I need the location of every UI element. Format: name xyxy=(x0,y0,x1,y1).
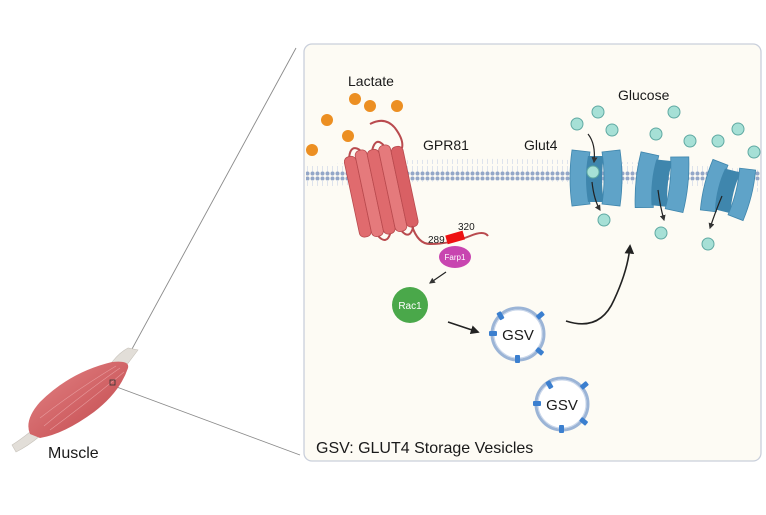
glucose-molecule xyxy=(586,165,600,179)
glucose-import-arrow xyxy=(657,189,666,222)
lactate-molecule xyxy=(321,114,333,126)
rac1-protein xyxy=(392,287,428,323)
gsv-label-2: GSV xyxy=(546,397,578,414)
muscle-belly xyxy=(28,361,129,438)
farp1-protein xyxy=(439,246,471,268)
glucose-molecules xyxy=(570,105,761,251)
farp1-to-rac1-arrow xyxy=(429,271,447,284)
glucose-molecule xyxy=(649,127,663,141)
gsv-translocation-arrow xyxy=(565,244,635,325)
rac1-to-gsv-arrow xyxy=(447,321,480,334)
muscle-tendon-top xyxy=(111,347,139,367)
gpr81-label: GPR81 xyxy=(423,137,469,153)
lactate-molecules xyxy=(306,93,403,156)
glucose-molecule xyxy=(701,237,715,251)
lactate-molecule xyxy=(364,100,376,112)
glut4-transporter xyxy=(699,158,757,222)
glut4-label: Glut4 xyxy=(524,137,558,153)
zoom-line-top xyxy=(113,47,297,383)
glucose-molecule xyxy=(731,122,745,136)
lactate-label: Lactate xyxy=(348,73,394,89)
gsv-legend: GSV: GLUT4 Storage Vesicles xyxy=(316,440,533,457)
lactate-molecule xyxy=(306,144,318,156)
zoom-connector-lines xyxy=(113,47,301,456)
zoom-region-marker xyxy=(109,379,116,386)
glucose-molecule xyxy=(570,117,584,131)
glucose-molecule xyxy=(667,105,681,119)
rac1-label: Rac1 xyxy=(398,301,422,312)
zoom-line-bottom xyxy=(113,385,301,456)
binding-site-region xyxy=(445,230,466,245)
glucose-molecule xyxy=(654,226,668,240)
gsv-label-1: GSV xyxy=(502,327,534,344)
gsv-vesicle xyxy=(533,376,590,433)
glucose-molecule xyxy=(683,134,697,148)
gpr81-receptor xyxy=(343,119,489,246)
residue-320-label: 320 xyxy=(458,222,475,233)
gsv-vesicle xyxy=(489,306,546,363)
glucose-import-arrow xyxy=(708,195,723,230)
glucose-molecule xyxy=(711,134,725,148)
lactate-molecule xyxy=(391,100,403,112)
residue-289-label: 289 xyxy=(428,235,445,246)
glucose-molecule xyxy=(597,213,611,227)
muscle-illustration xyxy=(11,347,139,453)
lactate-molecule xyxy=(349,93,361,105)
glut4-transporter xyxy=(569,149,623,207)
farp1-label: Farp1 xyxy=(445,253,466,262)
glucose-molecule xyxy=(591,105,605,119)
glucose-molecule xyxy=(605,123,619,137)
zoom-panel xyxy=(303,43,762,462)
lactate-molecule xyxy=(342,130,354,142)
glucose-import-arrow xyxy=(591,181,601,212)
glucose-molecule xyxy=(747,145,761,159)
glucose-import-arrow xyxy=(587,133,598,164)
muscle-label: Muscle xyxy=(48,445,99,462)
glut4-transporter xyxy=(634,151,690,214)
glucose-label: Glucose xyxy=(618,87,670,103)
